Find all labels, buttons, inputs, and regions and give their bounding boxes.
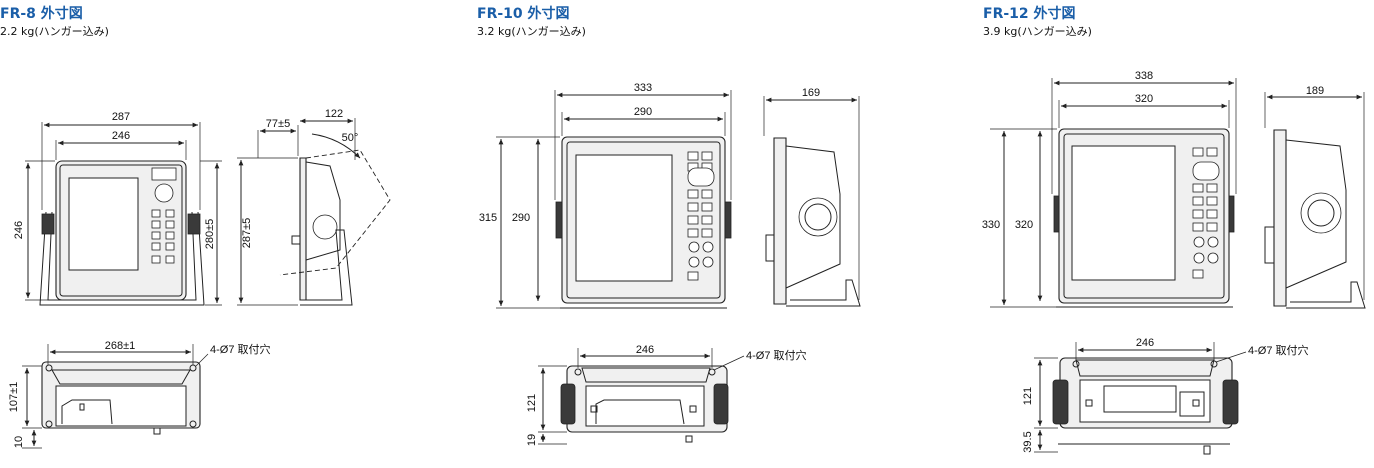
hole-note: 4-Ø7 取付穴 — [1248, 343, 1309, 357]
dim-label: 121 — [526, 394, 538, 412]
model-weight: 2.2 kg(ハンガー込み) — [0, 25, 109, 38]
model-weight: 3.9 kg(ハンガー込み) — [983, 25, 1092, 38]
dim-label: 246 — [1136, 337, 1154, 349]
dim-label: 246 — [112, 130, 130, 142]
dim-label: 290 — [634, 106, 652, 118]
fr10-side-view: 169 — [763, 87, 861, 307]
model-fr12-header: FR-12 外寸図 3.9 kg(ハンガー込み) — [983, 6, 1092, 39]
hole-note: 4-Ø7 取付穴 — [210, 342, 271, 356]
fr8-side-view: 77±5 122 50° 287±5 — [237, 108, 391, 306]
dim-label: 287±5 — [241, 218, 253, 249]
dim-label: 10 — [13, 436, 25, 448]
dim-label: 246 — [636, 344, 654, 356]
fr12-bottom-view: 246 4-Ø7 取付穴 121 39.5 — [1022, 337, 1309, 455]
fr12-side-view: 189 — [1264, 85, 1366, 309]
hole-note: 4-Ø7 取付穴 — [746, 348, 807, 362]
fr8-front-view: 287 246 246 280±5 — [13, 111, 222, 306]
dim-label: 268±1 — [105, 340, 136, 352]
dim-label: 77±5 — [266, 118, 290, 130]
model-fr10-header: FR-10 外寸図 3.2 kg(ハンガー込み) — [477, 6, 586, 39]
dim-label: 315 — [479, 212, 497, 224]
model-title: FR-12 外寸図 — [983, 6, 1076, 22]
dim-label: 246 — [13, 221, 25, 239]
dim-label: 320 — [1015, 219, 1033, 231]
dim-label: 50° — [342, 132, 359, 144]
dim-label: 330 — [982, 219, 1000, 231]
model-title: FR-8 外寸図 — [0, 6, 83, 22]
fr12-front-view: 338 320 330 320 — [982, 70, 1237, 308]
dim-label: 333 — [634, 82, 652, 94]
dim-label: 189 — [1306, 85, 1324, 97]
fr10-bottom-view: 246 4-Ø7 取付穴 121 19 — [526, 344, 807, 446]
model-weight: 3.2 kg(ハンガー込み) — [477, 25, 586, 38]
dim-label: 169 — [802, 87, 820, 99]
dim-label: 287 — [112, 111, 130, 123]
model-title: FR-10 外寸図 — [477, 6, 570, 22]
dim-label: 19 — [526, 434, 538, 446]
dim-label: 320 — [1135, 93, 1153, 105]
dim-label: 121 — [1022, 387, 1034, 405]
fr8-bottom-view: 268±1 4-Ø7 取付穴 107±1 10 — [8, 340, 271, 449]
dim-label: 290 — [512, 212, 530, 224]
dim-label: 280±5 — [204, 219, 216, 250]
dim-label: 107±1 — [8, 382, 20, 413]
dim-label: 338 — [1135, 70, 1153, 82]
dim-label: 39.5 — [1022, 431, 1034, 452]
dim-label: 122 — [325, 108, 343, 120]
fr10-front-view: 333 290 315 290 — [479, 82, 732, 309]
model-fr8-header: FR-8 外寸図 2.2 kg(ハンガー込み) — [0, 6, 109, 39]
